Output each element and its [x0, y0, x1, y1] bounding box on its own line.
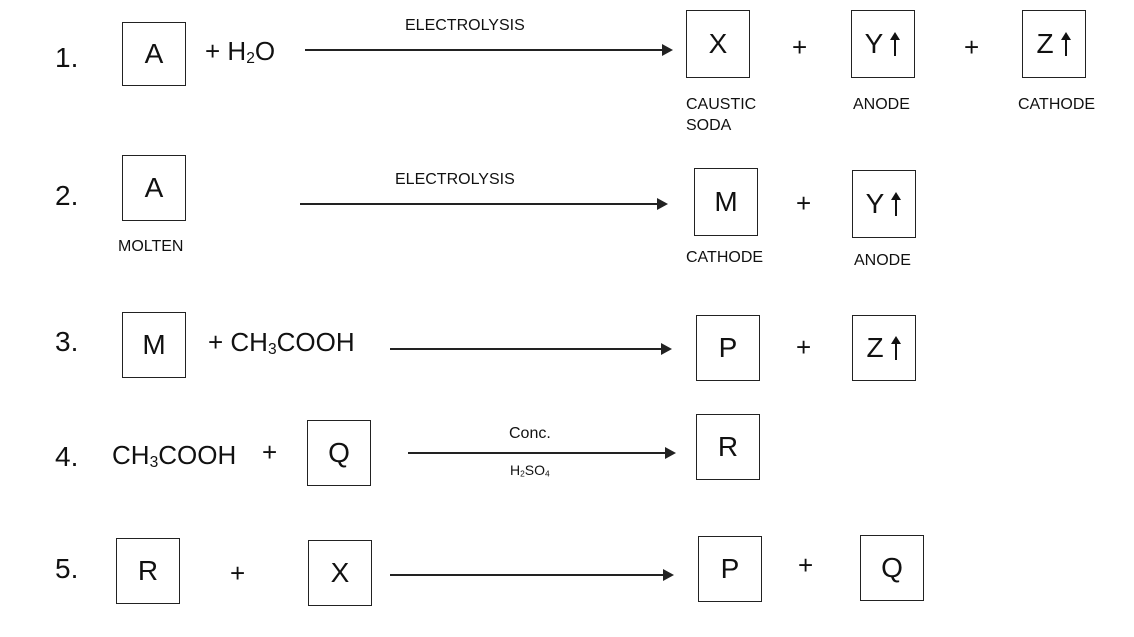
reaction-number: 5.: [55, 553, 79, 584]
product-label: ANODE: [854, 252, 911, 269]
reaction-arrow: [390, 343, 672, 355]
plus-sign: +: [798, 550, 814, 580]
product-box-q: Q: [860, 535, 924, 601]
plus-sign: +: [796, 332, 812, 362]
acetic-acid-reagent: CH3COOH: [112, 440, 237, 472]
up-arrow-icon: [890, 336, 901, 360]
up-arrow-icon: [891, 192, 902, 216]
compound-symbol: A: [144, 38, 164, 69]
product-box-y: Y: [852, 170, 916, 238]
plus-sign: +: [964, 32, 980, 62]
product-box-m: M: [694, 168, 758, 236]
compound-box-r: R: [116, 538, 180, 604]
reaction-arrow: [408, 447, 676, 459]
product-box-r: R: [696, 414, 760, 480]
plus-sign: +: [796, 188, 812, 218]
acetic-acid-reagent: + CH3COOH: [208, 327, 355, 359]
product-label: ANODE: [853, 96, 910, 113]
reaction-number: 1.: [55, 42, 79, 73]
compound-box-a: A: [122, 155, 186, 221]
condition-bottom: H2SO4: [510, 462, 550, 479]
product-box-p: P: [698, 536, 762, 602]
reaction-arrow: [300, 198, 668, 210]
product-label: CATHODE: [1018, 96, 1096, 113]
condition-label: ELECTROLYSIS: [395, 171, 515, 188]
compound-box-a: A: [122, 22, 186, 86]
condition-label: ELECTROLYSIS: [405, 17, 525, 34]
reactant-label: MOLTEN: [118, 238, 184, 255]
product-box-x: X: [686, 10, 750, 78]
reaction-number: 3.: [55, 326, 79, 357]
up-arrow-icon: [1060, 32, 1071, 56]
reaction-number: 2.: [55, 180, 79, 211]
water-reagent: + H2O: [205, 36, 276, 68]
compound-box-q: Q: [307, 420, 371, 486]
reaction-number: 4.: [55, 441, 79, 472]
product-box-y: Y: [851, 10, 915, 78]
product-box-z: Z: [1022, 10, 1086, 78]
product-label: CATHODE: [686, 249, 764, 266]
product-box-z: Z: [852, 315, 916, 381]
product-box-p: P: [696, 315, 760, 381]
compound-box-x: X: [308, 540, 372, 606]
plus-sign: +: [230, 558, 246, 588]
reaction-arrow: [390, 569, 674, 581]
compound-box-m: M: [122, 312, 186, 378]
reaction-arrow: [305, 44, 673, 56]
plus-sign: +: [792, 32, 808, 62]
condition-top: Conc.: [509, 425, 551, 442]
up-arrow-icon: [890, 32, 901, 56]
plus-sign: +: [262, 437, 278, 467]
